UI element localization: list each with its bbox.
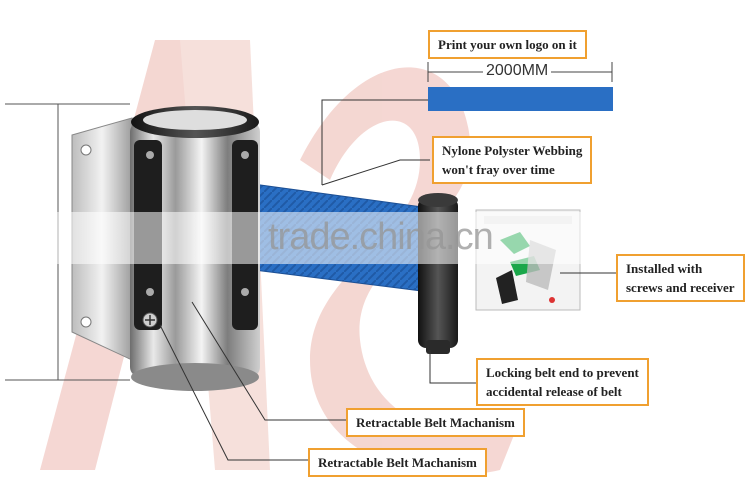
watermark-text: trade.china.cn: [268, 216, 494, 258]
callout-logo-text: Print your own logo on it: [438, 37, 577, 52]
leader-lines: [159, 99, 618, 461]
callout-locking-line1: Locking belt end to prevent: [486, 365, 639, 380]
callout-mechanism-1-text: Retractable Belt Machanism: [356, 415, 515, 430]
callout-webbing-line1: Nylone Polyster Webbing: [442, 143, 583, 158]
callout-locking: Locking belt end to prevent accidental r…: [476, 358, 649, 406]
callout-mechanism-1: Retractable Belt Machanism: [346, 408, 525, 437]
callout-mechanism-2-text: Retractable Belt Machanism: [318, 455, 477, 470]
callout-mechanism-2: Retractable Belt Machanism: [308, 448, 487, 477]
length-label: 2000MM: [483, 62, 552, 80]
belt-swatch: [428, 87, 613, 111]
callout-webbing: Nylone Polyster Webbing won't fray over …: [432, 136, 593, 184]
callout-installed: Installed with screws and receiver: [616, 254, 745, 302]
callout-logo: Print your own logo on it: [428, 30, 587, 59]
callout-installed-line1: Installed with: [626, 261, 703, 276]
callout-installed-line2: screws and receiver: [626, 280, 735, 295]
callout-webbing-line2: won't fray over time: [442, 162, 555, 177]
callout-locking-line2: accidental release of belt: [486, 384, 622, 399]
